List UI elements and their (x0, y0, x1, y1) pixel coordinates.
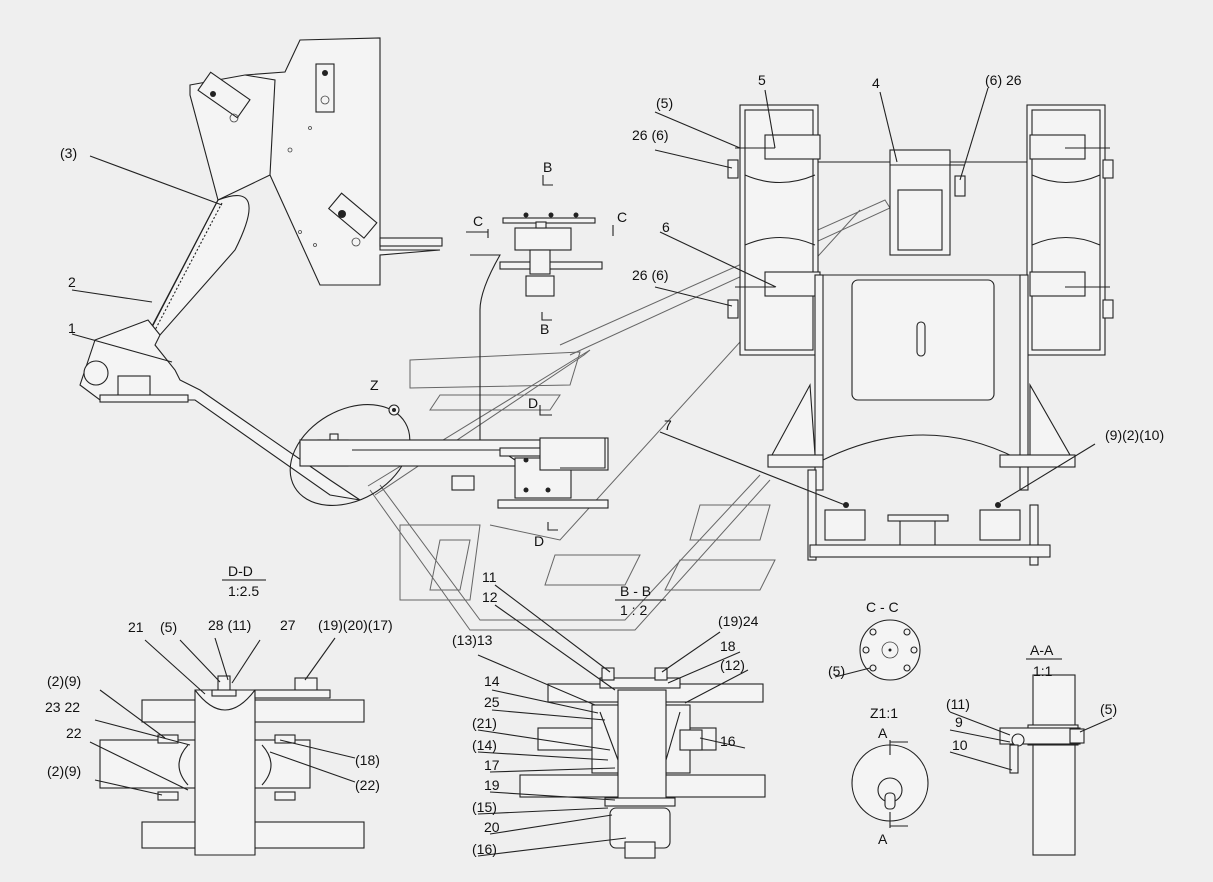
section-aa (999, 674, 1085, 856)
callout-z: Z (370, 377, 379, 393)
dd-scale: 1:2.5 (228, 583, 259, 599)
z-title: Z1:1 (870, 705, 898, 721)
dd-label-18: (18) (355, 752, 380, 768)
dd-label-19-20-17: (19)(20)(17) (318, 617, 393, 633)
aa-scale: 1:1 (1033, 663, 1053, 679)
section-mark-b1: B (543, 159, 552, 175)
bb-label-16: 16 (720, 733, 736, 749)
side-view (79, 37, 614, 531)
callout-9-2-10: (9)(2)(10) (1105, 427, 1164, 443)
bb-label-19-24: (19)24 (718, 613, 759, 629)
dd-label-2-9b: (2)(9) (47, 763, 81, 779)
callout-26-6b: 26 (6) (632, 267, 669, 283)
callout-26-6a: 26 (6) (632, 127, 669, 143)
bb-label-19: 19 (484, 777, 500, 793)
z-label-a1: A (878, 725, 888, 741)
section-mark-c1: C (473, 213, 483, 229)
z-label-a2: A (878, 831, 888, 847)
bb-label-12b: (12) (720, 657, 745, 673)
dd-label-22b: (22) (355, 777, 380, 793)
bb-label-12: 12 (482, 589, 498, 605)
aa-label-10: 10 (952, 737, 968, 753)
dd-title: D-D (228, 563, 253, 579)
bb-label-17: 17 (484, 757, 500, 773)
view-titles: D-D 1:2.5 B - B 1 : 2 C - C Z1:1 A-A 1:1 (222, 563, 1062, 721)
dd-label-22: 22 (66, 725, 82, 741)
aa-label-5: (5) (1100, 701, 1117, 717)
section-mark-d1: D (528, 395, 538, 411)
section-bb (519, 667, 766, 859)
aa-label-11: (11) (946, 696, 970, 712)
cc-title: C - C (866, 599, 899, 615)
bb-scale: 1 : 2 (620, 602, 647, 618)
dd-label-21: 21 (128, 619, 144, 635)
callout-1: 1 (68, 320, 76, 336)
bb-label-13-13: (13)13 (452, 632, 493, 648)
callout-labels: (3) 2 1 Z (5) 5 4 (6) 26 26 (6) 6 26 (6)… (45, 72, 1164, 857)
bb-label-15: (15) (472, 799, 497, 815)
bb-label-25: 25 (484, 694, 500, 710)
dd-label-5: (5) (160, 619, 177, 635)
callout-7: 7 (664, 417, 672, 433)
section-mark-b2: B (540, 321, 549, 337)
section-guide-lines (367, 199, 891, 631)
callout-3: (3) (60, 145, 77, 161)
bb-label-16b: (16) (472, 841, 497, 857)
aa-label-9: 9 (955, 714, 963, 730)
leader-lines (71, 87, 1113, 857)
bb-label-11: 11 (482, 569, 497, 585)
callout-6-26: (6) 26 (985, 72, 1022, 88)
bb-label-20: 20 (484, 819, 500, 835)
section-mark-c2: C (617, 209, 627, 225)
bb-label-14b: (14) (472, 737, 497, 753)
bb-title: B - B (620, 583, 651, 599)
callout-6: 6 (662, 219, 670, 235)
aa-title: A-A (1030, 642, 1054, 658)
section-cc (859, 619, 921, 681)
section-mark-d2: D (534, 533, 544, 549)
dd-label-23-22: 23 22 (45, 699, 80, 715)
bb-label-18: 18 (720, 638, 736, 654)
dd-label-28-11: 28 (11) (208, 617, 251, 633)
detail-z (851, 740, 929, 828)
bb-label-14: 14 (484, 673, 500, 689)
cc-label-5: (5) (828, 663, 845, 679)
dd-label-2-9a: (2)(9) (47, 673, 81, 689)
callout-5b: 5 (758, 72, 766, 88)
callout-4: 4 (872, 75, 880, 91)
callout-2: 2 (68, 274, 76, 290)
callout-5a: (5) (656, 95, 673, 111)
front-view (727, 104, 1114, 566)
section-dd (99, 675, 365, 856)
dd-label-27: 27 (280, 617, 296, 633)
bb-label-21: (21) (472, 715, 497, 731)
